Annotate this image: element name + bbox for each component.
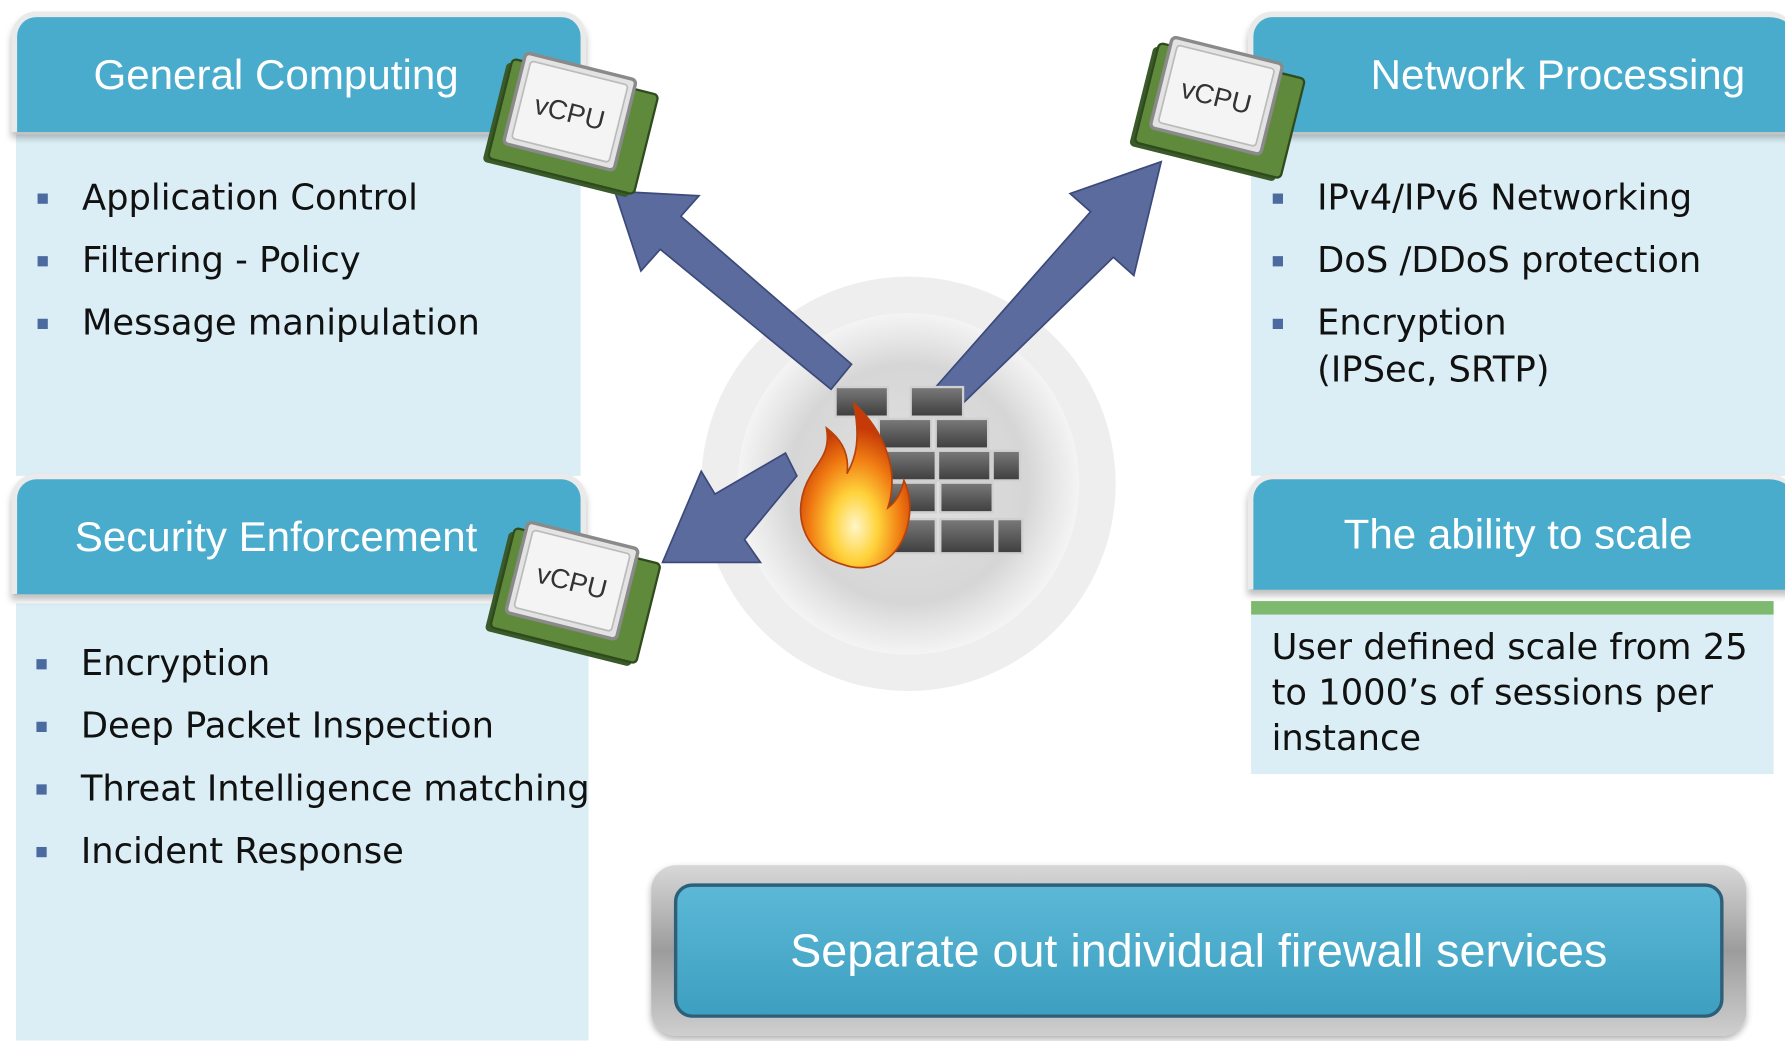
network-processing-list: IPv4/IPv6 Networking DoS /DDoS protectio… bbox=[1251, 175, 1701, 394]
list-item: Application Control bbox=[16, 175, 480, 222]
list-item: Message manipulation bbox=[16, 301, 480, 348]
scale-accent-bar bbox=[1251, 601, 1774, 615]
scale-description: User defined scale from 25 to 1000’s of … bbox=[1271, 627, 1748, 760]
vcpu-chip-icon-security: vCPU bbox=[485, 520, 661, 666]
list-item: Deep Packet Inspection bbox=[15, 704, 590, 751]
list-item: Encryption bbox=[15, 641, 590, 688]
general-computing-header: General Computing bbox=[11, 11, 587, 133]
network-processing-title: Network Processing bbox=[1370, 50, 1746, 98]
banner: Separate out individual firewall service… bbox=[673, 883, 1724, 1018]
arrow-to-security-enforcement bbox=[661, 451, 798, 564]
scale-title: The ability to scale bbox=[1343, 510, 1693, 558]
list-item-subtext: (IPSec, SRTP) bbox=[1317, 349, 1550, 391]
vcpu-chip-icon-general: vCPU bbox=[483, 51, 659, 197]
firewall-icon bbox=[799, 385, 1024, 569]
security-enforcement-header: Security Enforcement bbox=[11, 473, 587, 595]
general-computing-title: General Computing bbox=[93, 50, 459, 98]
list-item-text: Encryption bbox=[1317, 302, 1507, 344]
list-item: IPv4/IPv6 Networking bbox=[1251, 175, 1701, 222]
security-panel-body bbox=[15, 603, 589, 1041]
general-panel-body bbox=[15, 134, 581, 476]
flame-icon bbox=[799, 400, 911, 569]
arrow-to-network-processing bbox=[934, 160, 1163, 409]
list-item: Encryption (IPSec, SRTP) bbox=[1251, 301, 1701, 394]
scale-panel-body bbox=[1251, 614, 1774, 775]
general-computing-list: Application Control Filtering - Policy M… bbox=[16, 175, 480, 347]
network-panel-body bbox=[1251, 134, 1785, 476]
scale-header: The ability to scale bbox=[1247, 473, 1785, 590]
banner-text: Separate out individual firewall service… bbox=[790, 923, 1608, 977]
security-enforcement-title: Security Enforcement bbox=[74, 512, 478, 560]
list-item: Threat Intelligence matching bbox=[15, 766, 590, 813]
list-item: Filtering - Policy bbox=[16, 238, 480, 285]
network-processing-header: Network Processing bbox=[1247, 11, 1785, 133]
arrow-to-general-computing bbox=[613, 190, 853, 391]
security-enforcement-list: Encryption Deep Packet Inspection Threat… bbox=[15, 641, 590, 876]
list-item: Incident Response bbox=[15, 829, 590, 876]
vcpu-chip-icon-network: vCPU bbox=[1129, 35, 1306, 181]
list-item: DoS /DDoS protection bbox=[1251, 238, 1701, 285]
